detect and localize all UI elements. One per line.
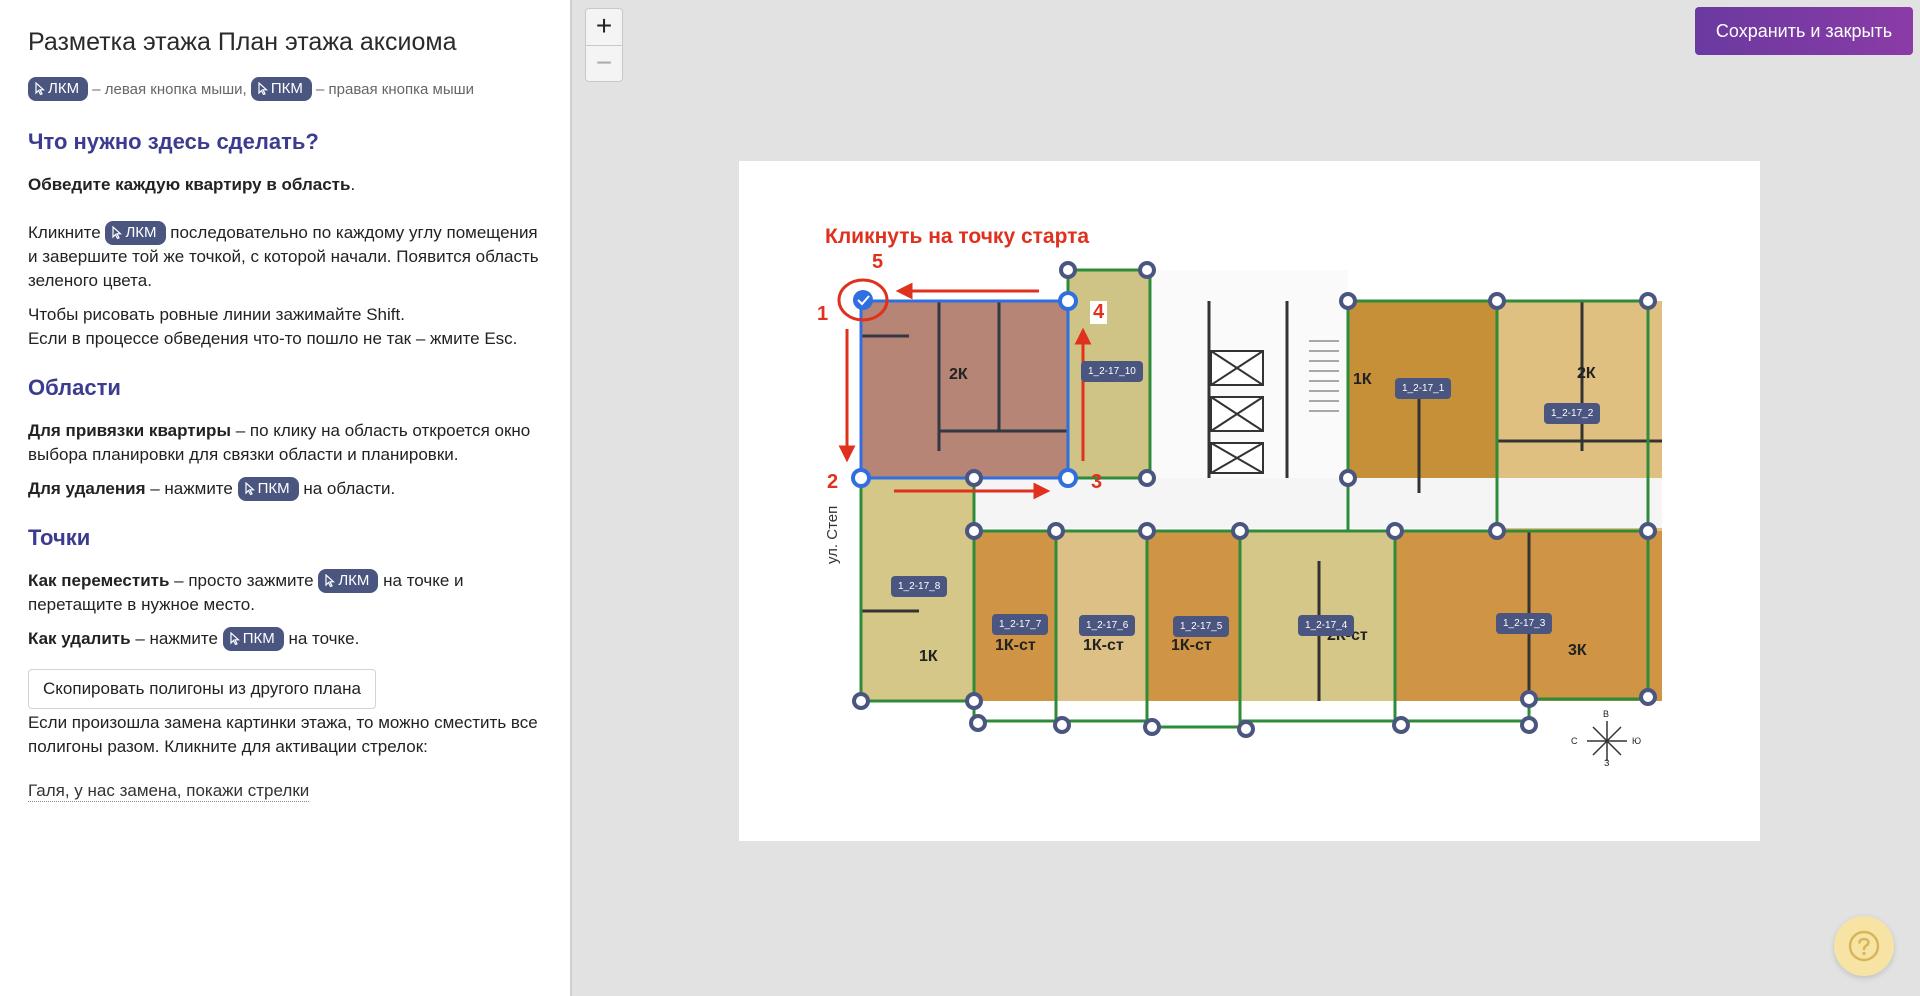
floor-plan[interactable]: Кликнуть на точку старта 5 1 2 3 4 ул. С… [739, 161, 1760, 841]
area-tag[interactable]: 1_2-17_4 [1298, 615, 1355, 636]
pkm-badge: ПКМ [250, 77, 312, 101]
cursor-icon [35, 82, 45, 95]
pkm-badge: ПКМ [222, 627, 284, 651]
start-point-highlight [837, 278, 889, 322]
step-4-label: 4 [1090, 301, 1108, 324]
compass-rose [1587, 721, 1627, 761]
area-tag[interactable]: 1_2-17_10 [1081, 361, 1143, 382]
cursor-icon [325, 574, 336, 587]
lkm-badge: ЛКМ [318, 569, 379, 593]
question-icon [1848, 930, 1880, 962]
selected-area-polygon [859, 299, 1070, 480]
compass-east: Ю [1632, 736, 1642, 746]
zoom-in-button[interactable]: + [595, 10, 613, 41]
page-title: Разметка этажа План этажа аксиома [28, 28, 457, 56]
cursor-icon [230, 632, 240, 645]
pkm-description: – правая кнопка мыши [316, 81, 475, 98]
mouse-legend: ЛКМ – левая кнопка мыши, ПКМ – правая кн… [28, 77, 542, 101]
staircase [1309, 340, 1339, 412]
cursor-icon [258, 82, 268, 95]
street-label: ул. Степ [824, 505, 841, 564]
area-tag[interactable]: 1_2-17_2 [1544, 403, 1601, 424]
room-type-label: 1К [1353, 371, 1372, 388]
room-type-label: 1К-ст [995, 637, 1036, 654]
task-click-instruction: Кликните ЛКМ последовательно по каждому … [28, 221, 539, 290]
save-and-close-button[interactable]: Сохранить и закрыть [1695, 7, 1913, 55]
areas-heading: Области [28, 375, 121, 400]
copy-polygons-button[interactable]: Скопировать полигоны из другого плана [28, 669, 376, 709]
cursor-icon [245, 482, 255, 495]
area-tag[interactable]: 1_2-17_8 [891, 576, 948, 597]
room-type-label: 1К [919, 648, 938, 665]
points-heading: Точки [28, 525, 91, 550]
room-type-label: 2К [1577, 365, 1596, 382]
copy-note: Если произошла замена картинки этажа, то… [28, 713, 538, 756]
lkm-description: – левая кнопка мыши, [92, 81, 247, 98]
lkm-badge: ЛКМ [105, 221, 166, 245]
compass-south: З [1604, 758, 1610, 768]
room-type-label: 2К [949, 366, 968, 383]
selected-vertex-handles [851, 291, 1078, 488]
step-1-label: 1 [817, 303, 829, 325]
step-3-label: 3 [1091, 471, 1103, 493]
area-tag[interactable]: 1_2-17_7 [992, 614, 1049, 635]
zoom-out-button[interactable]: − [586, 45, 622, 81]
task-shift-hint: Чтобы рисовать ровные линии зажимайте Sh… [28, 305, 518, 348]
show-arrows-link[interactable]: Галя, у нас замена, покажи стрелки [28, 781, 310, 802]
task-main: Обведите каждую квартиру в область. [28, 175, 356, 194]
check-icon [857, 295, 870, 306]
vertex-handles [852, 261, 1657, 738]
compass-north: В [1603, 709, 1610, 719]
points-move-text: Как переместить – просто зажмите ЛКМ на … [28, 569, 464, 614]
task-heading: Что нужно здесь сделать? [28, 129, 319, 154]
start-point-handle [853, 290, 873, 310]
help-button[interactable] [1834, 916, 1894, 976]
zoom-controls: + − [585, 8, 623, 82]
lkm-badge: ЛКМ [28, 77, 89, 101]
area-tag[interactable]: 1_2-17_5 [1173, 616, 1230, 637]
area-tag[interactable]: 1_2-17_1 [1395, 378, 1452, 399]
compass-west: С [1571, 736, 1578, 746]
points-delete-text: Как удалить – нажмите ПКМ на точке. [28, 627, 542, 651]
area-tag[interactable]: 1_2-17_3 [1496, 613, 1553, 634]
areas-bind-text: Для привязки квартиры – по клику на обла… [28, 421, 531, 464]
room-type-label: 3К [1568, 642, 1587, 659]
elevator-shafts [1210, 350, 1264, 474]
room-type-label: 1К-ст [1083, 637, 1124, 654]
instructions-panel: Разметка этажа План этажа аксиома ЛКМ – … [0, 0, 572, 996]
step-2-label: 2 [827, 471, 839, 493]
floor-plan-drawing [837, 261, 1662, 761]
start-point-annotation: Кликнуть на точку старта [825, 225, 1090, 248]
cursor-icon [112, 226, 123, 239]
room-type-label: 1К-ст [1171, 637, 1212, 654]
area-tag[interactable]: 1_2-17_6 [1079, 615, 1136, 636]
annotation-arrows [838, 282, 1092, 500]
step-5-label: 5 [872, 251, 884, 273]
pkm-badge: ПКМ [237, 477, 299, 501]
areas-delete-text: Для удаления – нажмите ПКМ на области. [28, 477, 542, 501]
